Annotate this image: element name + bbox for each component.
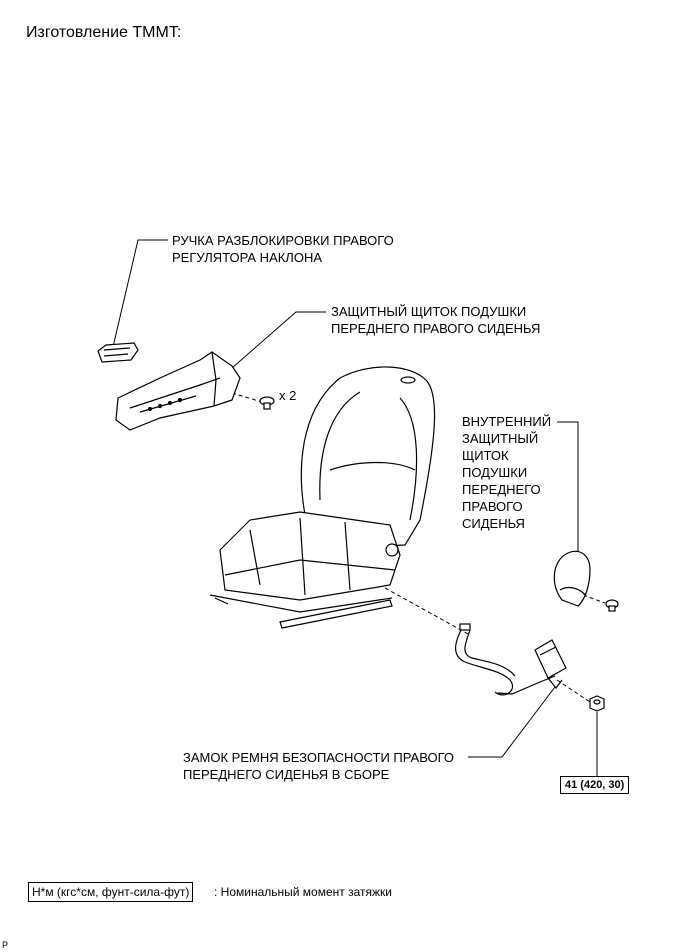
dash-screw [231, 392, 263, 403]
seat-back-part [300, 366, 436, 549]
legend-unit-box: Н*м (кгс*см, фунт-сила-фут) [28, 882, 194, 902]
page-title: Изготовление TMMT: [26, 24, 182, 41]
inner-shield-part [553, 550, 591, 607]
dash-buckle [384, 587, 471, 636]
dash-nut [556, 679, 591, 703]
leader-outer-shield [231, 311, 326, 369]
outer-shield-part [115, 351, 241, 431]
legend-description: : Номинальный момент затяжки [214, 885, 392, 899]
callout-release-handle: РУЧКА РАЗБЛОКИРОВКИ ПРАВОГО РЕГУЛЯТОРА Н… [172, 233, 394, 265]
callout-outer-shield: ЗАЩИТНЫЙ ЩИТОК ПОДУШКИ ПЕРЕДНЕГО ПРАВОГО… [331, 304, 541, 336]
inner-bolt-part [605, 599, 619, 612]
buckle-part [455, 623, 567, 696]
leader-release-handle [112, 239, 168, 348]
screw-part [259, 396, 275, 410]
torque-spec-box: 41 (420, 30) [560, 776, 630, 794]
nut-part [589, 695, 605, 712]
leader-buckle [468, 686, 556, 758]
leader-inner-shield [557, 421, 579, 568]
callout-inner-shield: ВНУТРЕННИЙ ЗАЩИТНЫЙ ЩИТОК ПОДУШКИ ПЕРЕДН… [462, 414, 552, 531]
dash-inner-bolt [582, 594, 606, 604]
corner-mark: P [2, 940, 9, 950]
seat-frame-part [209, 511, 401, 629]
release-handle-part [97, 342, 139, 363]
screw-quantity: x 2 [279, 388, 297, 403]
callout-buckle: ЗАМОК РЕМНЯ БЕЗОПАСНОСТИ ПРАВОГО ПЕРЕДНЕ… [183, 750, 455, 782]
